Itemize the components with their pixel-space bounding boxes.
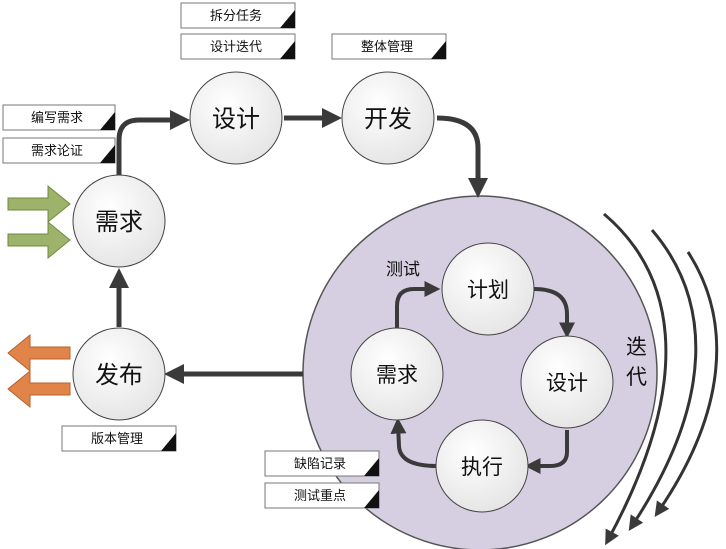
tag-defect-record-label: 缺陷记录 — [294, 457, 346, 472]
node-release-label: 发布 — [95, 361, 143, 389]
node-inner-requirements-label: 需求 — [376, 363, 418, 387]
tag-write-requirements-label: 编写需求 — [31, 111, 83, 126]
tag-design-iteration-label: 设计迭代 — [210, 40, 262, 55]
node-inner-design-label: 设计 — [546, 371, 588, 395]
tag-design-iteration: 设计迭代 — [180, 33, 296, 60]
node-execute-label: 执行 — [461, 455, 503, 479]
orange-arrow-2 — [7, 369, 71, 409]
tag-test-focus-label: 测试重点 — [294, 488, 346, 504]
arrow-dev-to-cycle — [436, 115, 488, 198]
tag-split-tasks: 拆分任务 — [180, 2, 296, 29]
inner-cycle-arrows — [390, 281, 575, 474]
node-plan-label: 计划 — [467, 278, 509, 302]
node-design: 设计 — [189, 71, 283, 165]
tag-version-management: 版本管理 — [61, 425, 177, 452]
input-arrows — [7, 184, 71, 260]
tag-overall-management: 整体管理 — [331, 33, 447, 60]
tag-write-requirements: 编写需求 — [2, 104, 116, 131]
node-development-label: 开发 — [364, 105, 412, 133]
arrow-plan-to-design — [533, 287, 575, 339]
node-development: 开发 — [341, 71, 435, 165]
iteration-arcs — [603, 212, 719, 546]
node-plan: 计划 — [441, 242, 535, 336]
orange-arrow-1 — [7, 333, 71, 373]
tag-overall-management-label: 整体管理 — [361, 40, 413, 55]
node-requirements: 需求 — [72, 174, 166, 268]
label-test: 测试 — [386, 260, 420, 280]
arrow-inner-req-to-plan — [395, 281, 441, 328]
arrow-design-to-exec — [524, 430, 569, 474]
outer-flow-arrows — [109, 108, 488, 384]
tag-version-management-label: 版本管理 — [91, 432, 143, 447]
arrow-req-to-design — [116, 110, 190, 176]
node-requirements-label: 需求 — [95, 208, 143, 236]
label-iteration-1: 迭 — [626, 335, 647, 359]
output-arrows — [7, 333, 71, 409]
arrow-exec-to-req — [390, 417, 438, 468]
tag-defect-record: 缺陷记录 — [264, 450, 380, 477]
green-arrow-1 — [7, 184, 71, 224]
node-release: 发布 — [72, 327, 166, 421]
tag-requirements-review: 需求论证 — [2, 137, 116, 164]
green-arrow-2 — [7, 220, 71, 260]
label-iteration-2: 代 — [626, 365, 647, 389]
tag-requirements-review-label: 需求论证 — [31, 144, 83, 159]
node-inner-requirements: 需求 — [350, 327, 444, 421]
tag-split-tasks-label: 拆分任务 — [210, 8, 262, 24]
node-execute: 执行 — [435, 419, 529, 513]
node-inner-design: 设计 — [520, 335, 614, 429]
tag-test-focus: 测试重点 — [264, 482, 380, 509]
node-design-label: 设计 — [212, 105, 260, 133]
